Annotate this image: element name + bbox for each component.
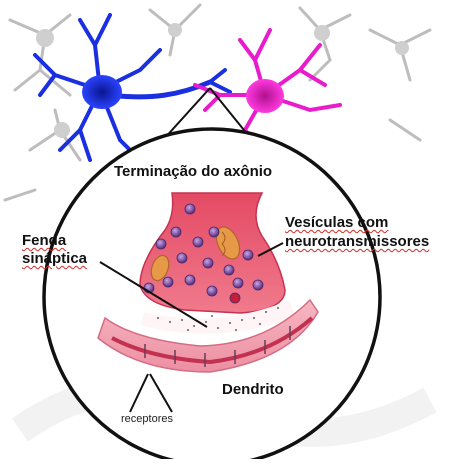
magenta-cell-body [246, 79, 284, 113]
dendrite-label: Dendrito [222, 381, 284, 398]
blue-cell-body [82, 75, 122, 109]
vesicles-label-line2: neurotransmissores [285, 233, 429, 250]
receptors-label: receptores [121, 413, 173, 425]
vesicles-label-line1: Vesículas com [285, 214, 388, 231]
synaptic-cleft-label-line1: Fenda [22, 232, 66, 249]
synaptic-cleft-label-line2: sináptica [22, 250, 87, 267]
axon-terminal-label: Terminação do axônio [114, 163, 272, 180]
